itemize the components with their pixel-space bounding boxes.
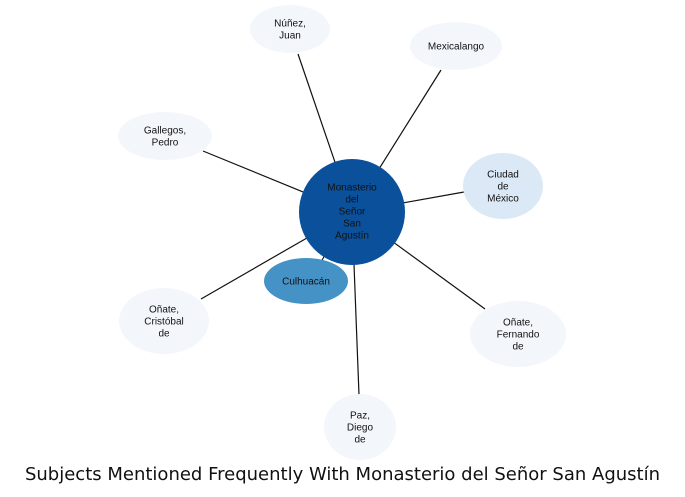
node-onate-fernando-de-shape[interactable] xyxy=(470,301,566,367)
node-gallegos-pedro-shape[interactable] xyxy=(118,112,212,160)
node-nunez-juan-label-line-0: Núñez, xyxy=(274,19,306,30)
node-nunez-juan-label-line-1: Juan xyxy=(279,31,301,42)
node-ciudad-de-mexico-label-line-0: Ciudad xyxy=(487,170,519,181)
node-onate-cristobal-de-label-line-1: Cristóbal xyxy=(144,317,183,328)
node-nunez-juan[interactable]: Núñez,Juan xyxy=(250,5,330,53)
diagram-title: Subjects Mentioned Frequently With Monas… xyxy=(24,464,661,485)
node-mexicalango[interactable]: Mexicalango xyxy=(410,22,502,70)
edge-ciudad-de-mexico xyxy=(402,191,465,204)
node-mexicalango-shape[interactable] xyxy=(410,22,502,70)
node-culhuacan-label-line-0: Culhuacán xyxy=(282,277,330,288)
node-culhuacan-shape[interactable] xyxy=(264,258,348,304)
edge-onate-fernando-de xyxy=(392,241,486,310)
node-onate-cristobal-de-label-line-0: Oñate, xyxy=(149,305,179,316)
node-nunez-juan-shape[interactable] xyxy=(250,5,330,53)
edges xyxy=(200,53,486,396)
node-paz-diego-de-label-line-1: Diego xyxy=(347,423,374,434)
node-culhuacan[interactable]: Culhuacán xyxy=(264,258,348,304)
node-gallegos-pedro-label-line-0: Gallegos, xyxy=(144,126,186,137)
node-ciudad-de-mexico-shape[interactable] xyxy=(463,153,543,219)
center-node-circle[interactable] xyxy=(299,159,405,265)
center-node-label-line-1: del xyxy=(345,195,358,206)
edge-gallegos-pedro xyxy=(202,150,306,194)
node-onate-fernando-de-label-line-2: de xyxy=(512,342,524,353)
node-ciudad-de-mexico-label-line-1: de xyxy=(497,182,509,193)
node-gallegos-pedro-label-line-1: Pedro xyxy=(152,138,179,149)
center-node-label-line-3: San xyxy=(343,219,361,230)
center-node-label-line-4: Agustín xyxy=(335,231,369,242)
edge-paz-diego-de xyxy=(353,262,360,396)
node-onate-cristobal-de-shape[interactable] xyxy=(119,288,209,354)
center-node-label-line-0: Monasterio xyxy=(327,183,377,194)
node-ciudad-de-mexico-label-line-2: México xyxy=(487,194,519,205)
node-onate-fernando-de-label-line-1: Fernando xyxy=(497,330,540,341)
node-paz-diego-de-label-line-0: Paz, xyxy=(350,411,370,422)
edge-onate-cristobal-de xyxy=(200,236,309,300)
edge-nunez-juan xyxy=(297,53,337,164)
edge-mexicalango xyxy=(378,69,442,170)
node-onate-fernando-de-label-line-0: Oñate, xyxy=(503,318,533,329)
node-paz-diego-de-shape[interactable] xyxy=(324,394,396,460)
node-paz-diego-de-label-line-2: de xyxy=(354,435,366,446)
node-gallegos-pedro[interactable]: Gallegos,Pedro xyxy=(118,112,212,160)
center-node-label-line-2: Señor xyxy=(339,207,366,218)
node-mexicalango-label-line-0: Mexicalango xyxy=(428,42,485,53)
node-onate-cristobal-de-label-line-2: de xyxy=(158,329,170,340)
